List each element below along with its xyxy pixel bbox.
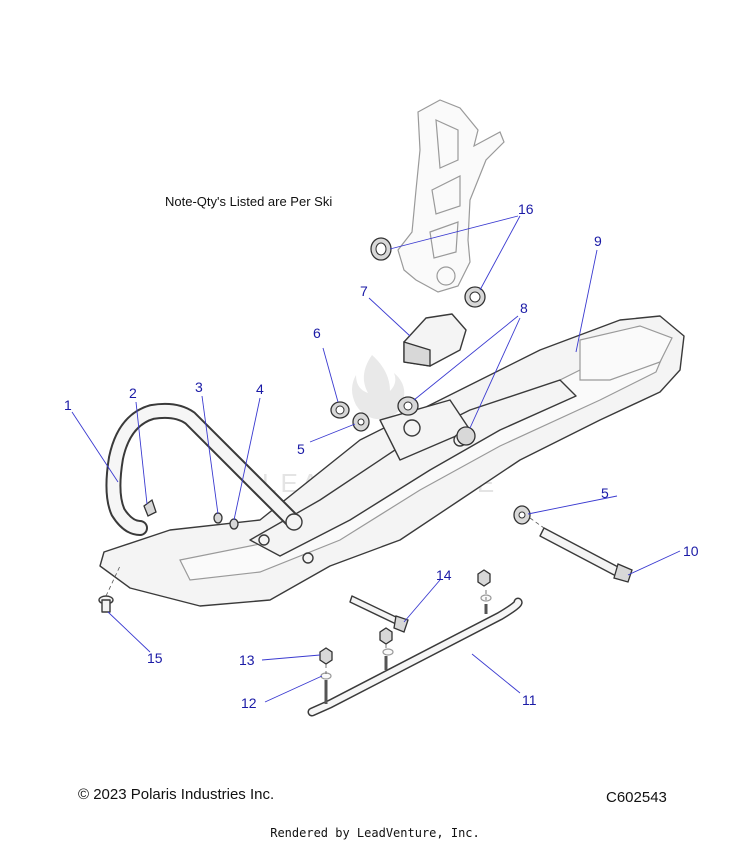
callout-15: 15	[147, 650, 163, 666]
washer-item-5-right	[513, 505, 531, 525]
clip-item-2	[143, 498, 157, 517]
callout-11: 11	[522, 692, 537, 708]
bolt-item-14	[349, 595, 409, 633]
callout-14: 14	[436, 567, 452, 583]
quantity-note: Note-Qty's Listed are Per Ski	[165, 194, 333, 209]
callout-13: 13	[239, 652, 255, 668]
ski-handle	[105, 402, 303, 536]
callout-9: 9	[594, 233, 602, 249]
wear-bar-item-11	[307, 597, 523, 717]
callouts: 1 2 3 4 5 5 6 7 8 9 10 11 12 13 14 15 16	[64, 201, 699, 711]
leader-lines	[71, 215, 681, 703]
callout-3: 3	[195, 379, 203, 395]
callout-1: 1	[64, 397, 72, 413]
damper-block	[403, 313, 467, 367]
bushing-item-8-lower	[456, 426, 476, 446]
callout-5-left: 5	[297, 441, 305, 457]
nut-item-13-b	[379, 627, 393, 645]
copyright-text: © 2023 Polaris Industries Inc.	[78, 786, 275, 803]
callout-16: 16	[518, 201, 534, 217]
nut-item-13-a	[477, 569, 491, 587]
rendered-by-footer: Rendered by LeadVenture, Inc.	[270, 826, 480, 840]
callout-7: 7	[360, 283, 368, 299]
bushing-lower	[464, 286, 486, 308]
callout-5-right: 5	[601, 485, 609, 501]
bolt-item-15	[98, 595, 114, 613]
callout-8: 8	[520, 300, 528, 316]
bolt-item-10	[539, 527, 633, 583]
callout-2: 2	[129, 385, 137, 401]
bushing-item-8-upper	[397, 396, 419, 416]
assembly-lines	[105, 517, 545, 674]
bushing-item-6	[330, 401, 350, 419]
callout-10: 10	[683, 543, 699, 559]
callout-4: 4	[256, 381, 264, 397]
nut-item-4	[229, 518, 239, 530]
washer-item-12-b	[382, 648, 394, 656]
washer-item-5-left	[352, 412, 370, 432]
nut-item-13-c	[319, 647, 333, 665]
drawing-id: C602543	[606, 789, 667, 806]
bushing-upper	[370, 237, 392, 261]
spindle-bracket	[397, 99, 505, 293]
callout-12: 12	[241, 695, 257, 711]
callout-6: 6	[313, 325, 321, 341]
washer-item-3	[213, 512, 223, 524]
